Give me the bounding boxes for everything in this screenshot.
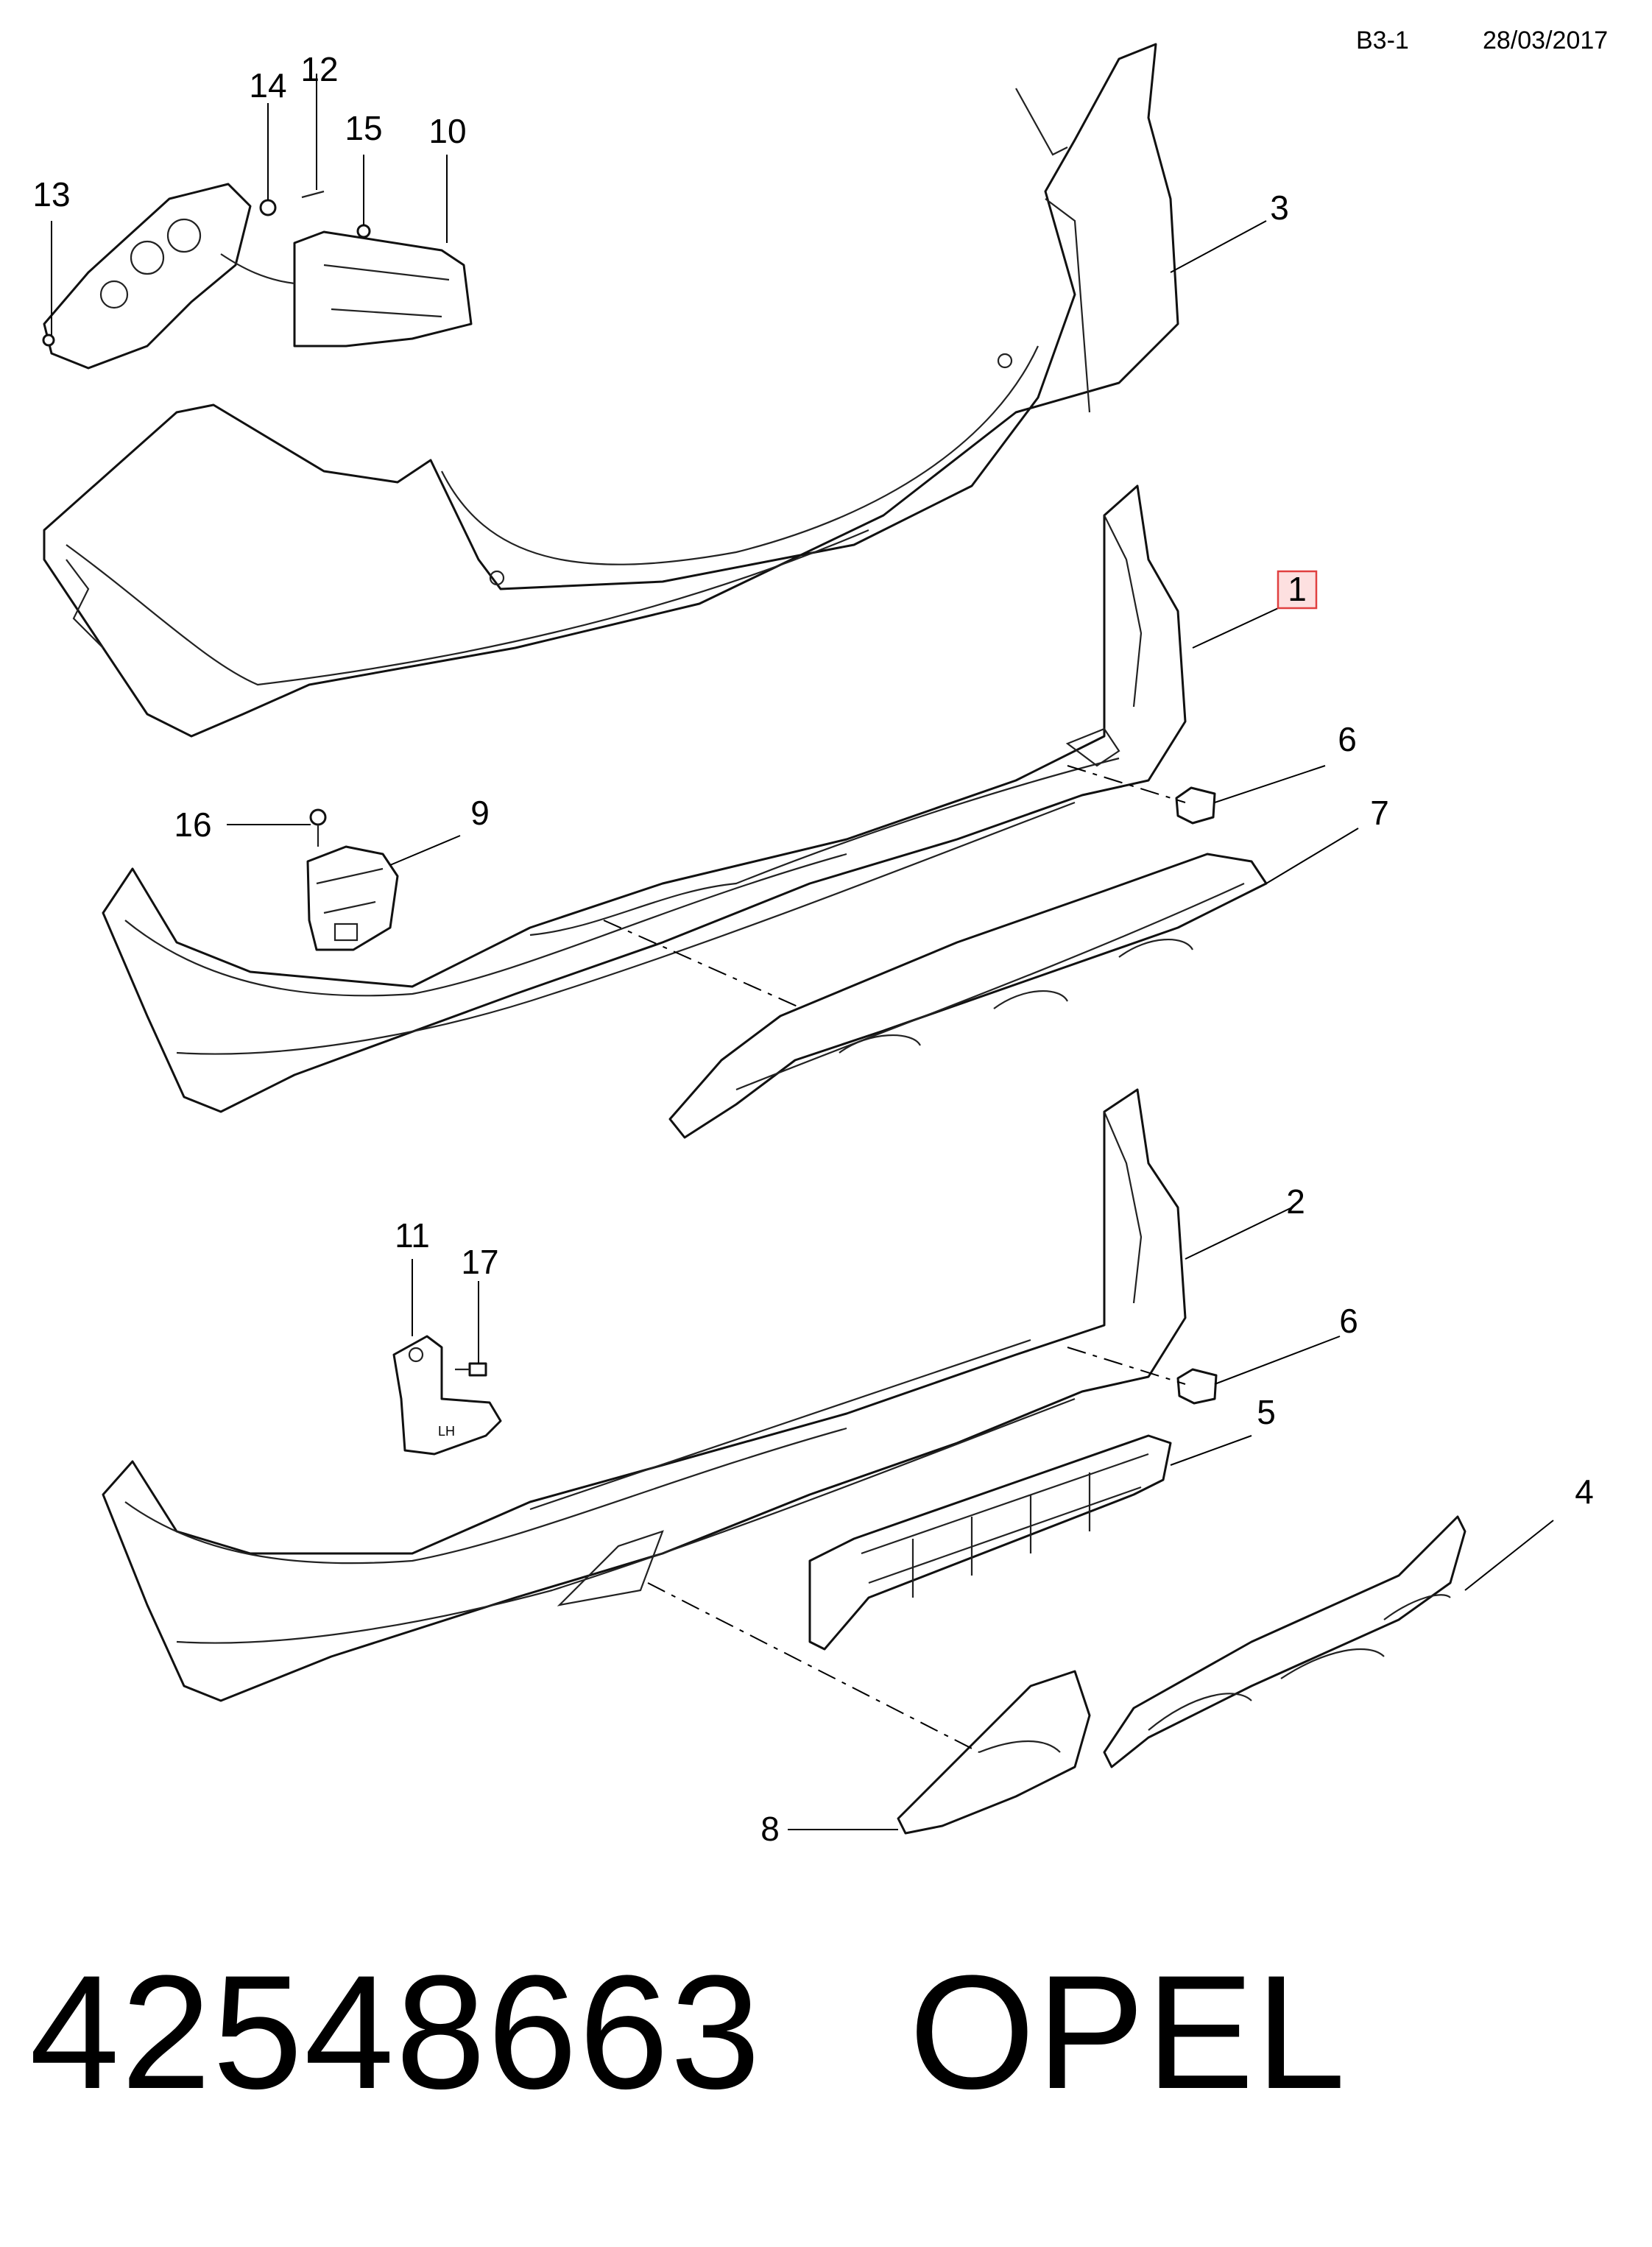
callout-6-lower: 6: [1339, 1302, 1358, 1340]
part-6-tow-eye-cover-lower: [1176, 1368, 1218, 1405]
callout-7: 7: [1370, 794, 1389, 832]
part-4-rear-skid-plate: [1103, 1515, 1466, 1768]
part-15-nut: [356, 224, 371, 239]
callout-17: 17: [461, 1243, 498, 1281]
part-11-bracket-lh: LH: [392, 1335, 502, 1456]
part-1-rear-bumper-lower: [102, 484, 1187, 1113]
callout-14: 14: [249, 66, 286, 105]
callout-2: 2: [1286, 1182, 1305, 1221]
callout-6-upper: 6: [1338, 720, 1357, 758]
part-16-clip: [309, 808, 327, 847]
part-10-sensor-bracket-right: [220, 230, 473, 348]
callout-1-highlight-box: [1277, 570, 1318, 610]
callout-9: 9: [470, 794, 490, 832]
brand-name: OPEL: [908, 1941, 1347, 2123]
callout-5: 5: [1257, 1393, 1276, 1431]
diagram-date: 28/03/2017: [1483, 27, 1609, 54]
part-6-tow-eye-cover-upper: [1175, 786, 1216, 825]
sheet-code: B3-1: [1356, 27, 1409, 54]
callout-11: 11: [395, 1216, 430, 1255]
bracket-lh-label: LH: [438, 1424, 455, 1439]
callout-10: 10: [428, 112, 466, 150]
part-13-sensor-bracket-left: [42, 183, 252, 370]
part-2-rear-bumper-lower-alt: [102, 1088, 1187, 1702]
part-9-bracket: [306, 845, 399, 951]
callout-16: 16: [174, 805, 211, 844]
assembly-line-lower: [647, 1582, 980, 1753]
part-3-upper-bumper-cover: [43, 43, 1179, 738]
part-12-screw: [301, 190, 325, 199]
callout-4: 4: [1575, 1472, 1594, 1511]
leader-lines: [51, 74, 1554, 1830]
part-17-bolt: [455, 1362, 487, 1377]
assembly-line-upper: [603, 920, 803, 1009]
part-8-side-trim: [897, 1670, 1091, 1835]
callout-13: 13: [32, 175, 70, 214]
exploded-parts-diagram: LH 1: [32, 43, 1594, 1848]
part-5-center-insert: [808, 1434, 1172, 1651]
part-number: 42548663: [29, 1941, 762, 2123]
callout-8: 8: [760, 1810, 780, 1848]
callout-3: 3: [1270, 188, 1289, 227]
callout-12: 12: [300, 50, 338, 88]
callout-1: 1: [1288, 570, 1307, 608]
callout-15: 15: [345, 109, 382, 147]
part-14-washer: [259, 199, 277, 216]
